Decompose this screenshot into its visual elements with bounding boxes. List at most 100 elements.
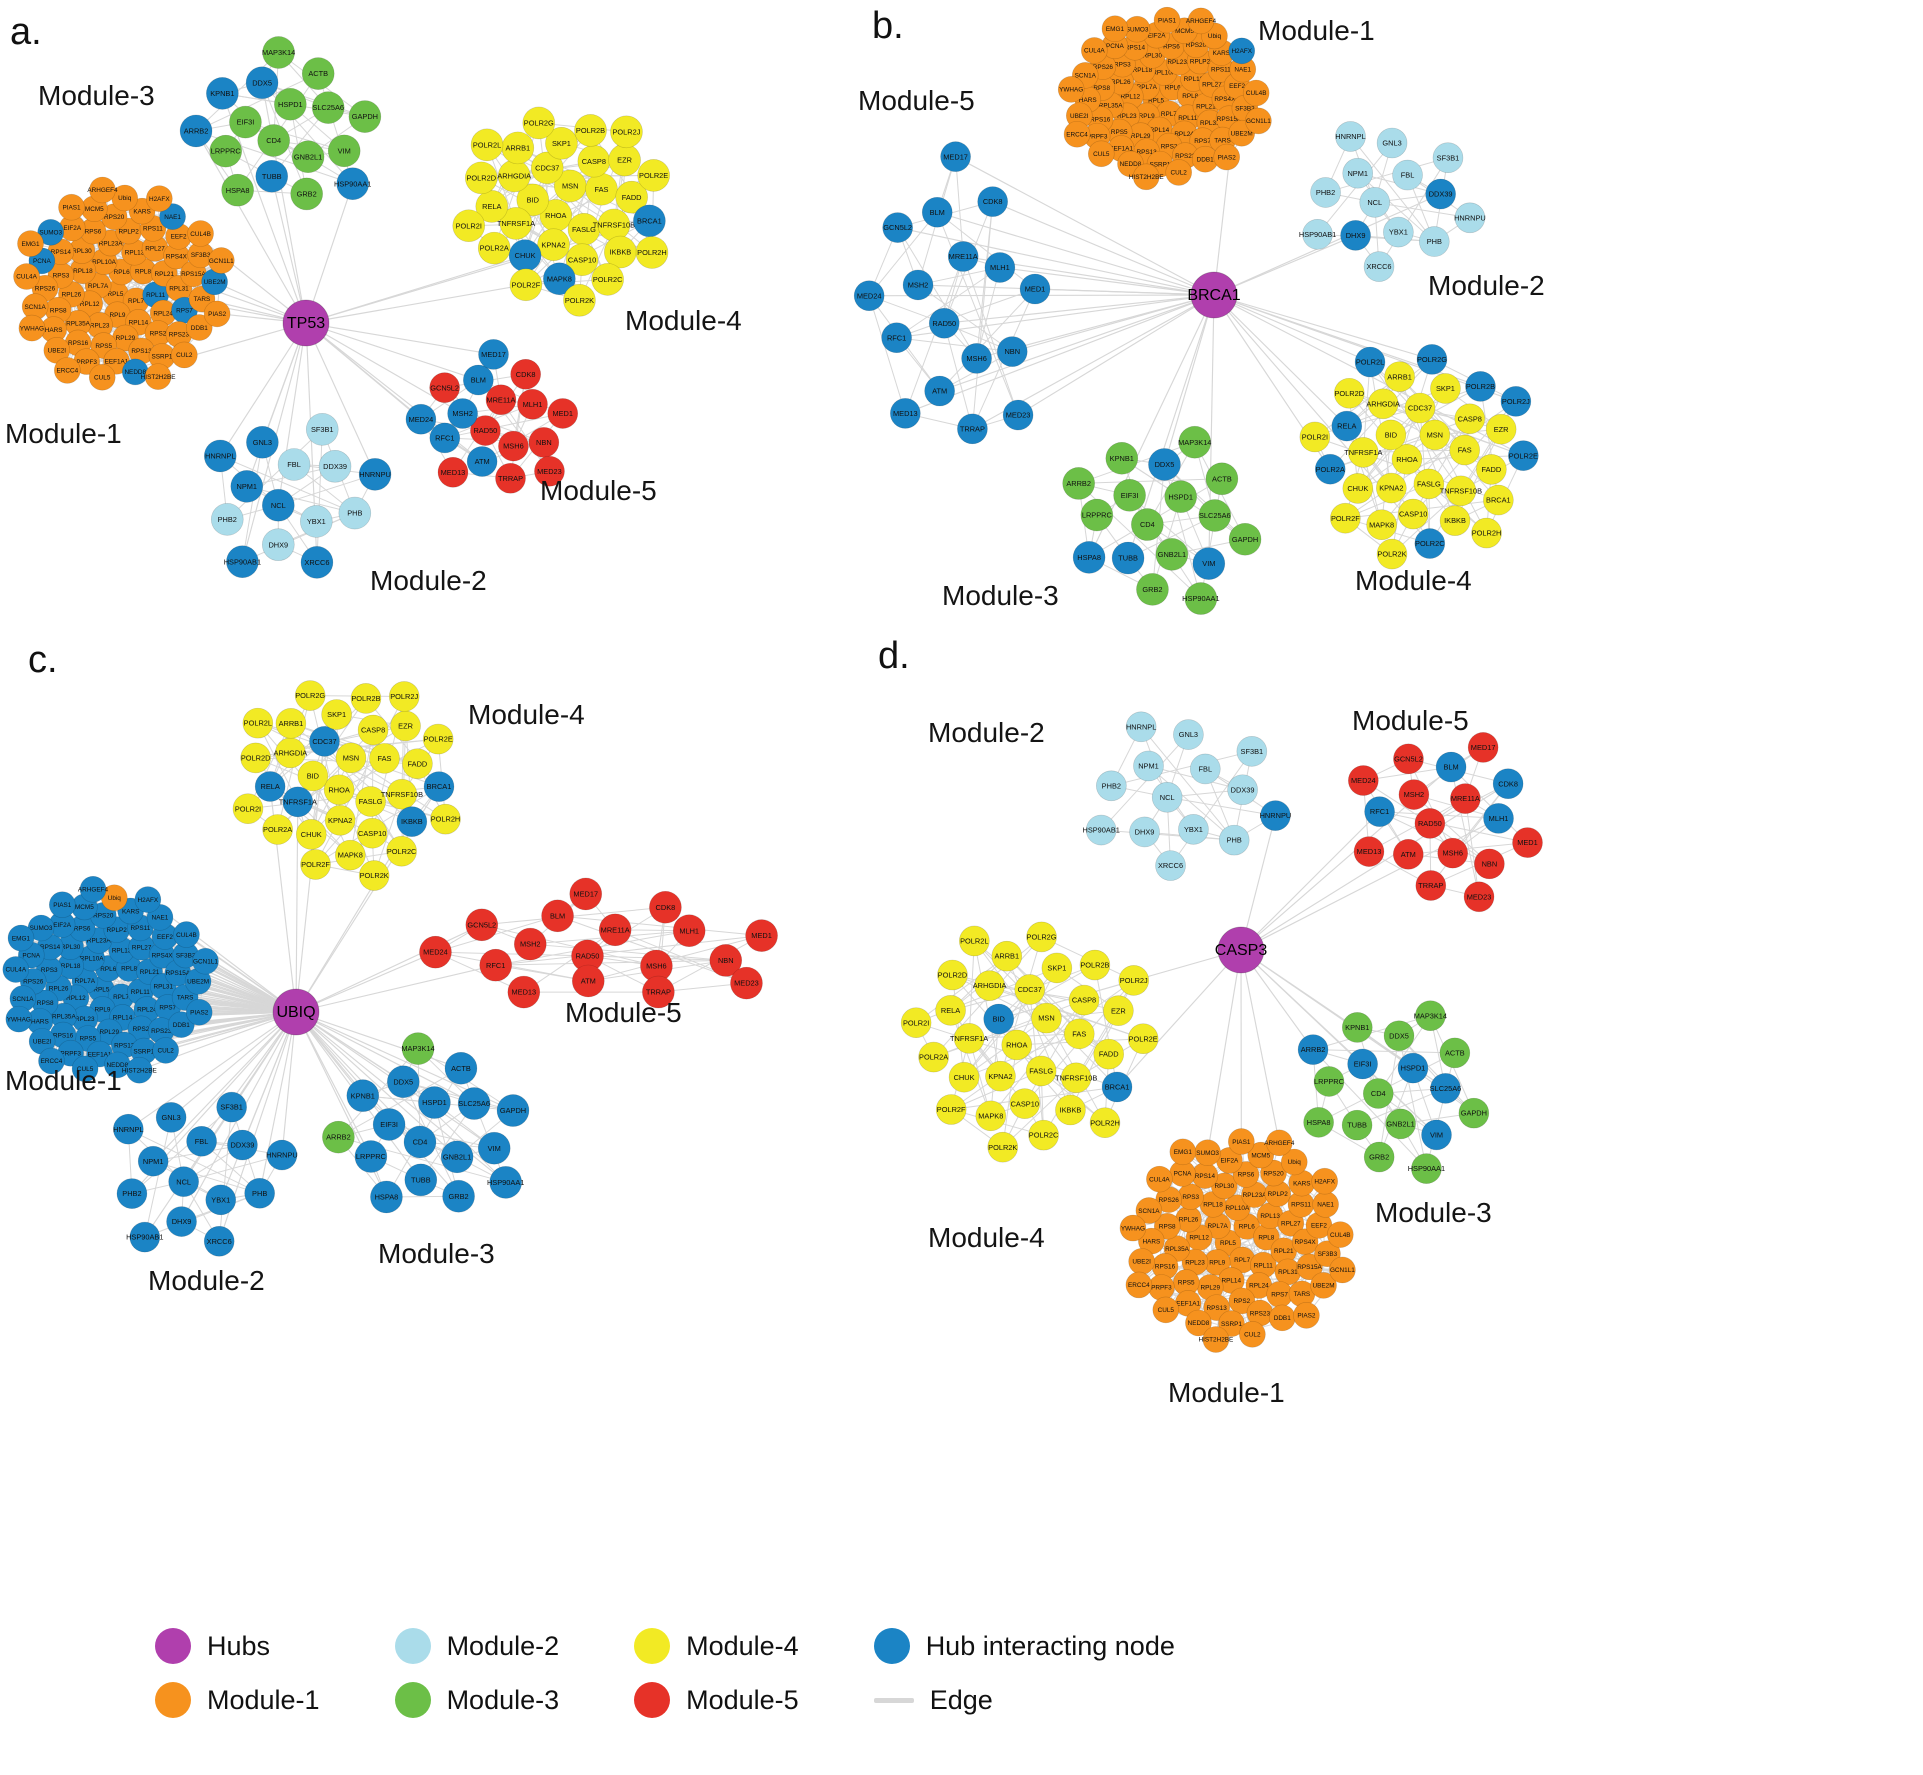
node-GNL3 xyxy=(1376,127,1408,159)
node-GCN1L1 xyxy=(208,247,235,274)
node-CUL4B xyxy=(1326,1221,1354,1248)
edge xyxy=(1345,400,1517,519)
edge xyxy=(1213,294,1433,360)
node-SLC25A6 xyxy=(457,1087,491,1120)
node-ARRB2 xyxy=(1297,1034,1329,1065)
edge xyxy=(281,1011,297,1156)
edge xyxy=(127,1011,297,1130)
edge xyxy=(444,387,514,447)
node-TNFRSF10B xyxy=(386,778,418,810)
node-GAPDH xyxy=(1458,1097,1490,1129)
node-MSN xyxy=(1419,419,1451,451)
edge xyxy=(1148,765,1235,841)
legend-item-module-3: Module-3 xyxy=(394,1682,560,1718)
edge xyxy=(1140,726,1235,841)
edge xyxy=(316,429,323,563)
edge xyxy=(315,696,405,865)
node-PHB xyxy=(1419,226,1450,257)
node-POLR2J xyxy=(1500,386,1532,417)
node-NEDD8 xyxy=(121,358,149,386)
edge xyxy=(1408,758,1454,854)
node-DDX5 xyxy=(245,66,279,100)
edge xyxy=(896,337,1013,353)
node-GRB2 xyxy=(442,1179,475,1213)
module-label-module-1: Module-1 xyxy=(5,418,122,449)
hub-label: BRCA1 xyxy=(1187,287,1240,304)
edge xyxy=(1240,949,1280,1143)
node-POLR2J xyxy=(610,115,643,149)
node-YBX1 xyxy=(1383,216,1414,248)
node-HNRNPL xyxy=(113,1113,144,1145)
node-CUL4B xyxy=(187,220,214,247)
node-HNRNPU xyxy=(1454,202,1486,234)
edge xyxy=(1314,376,1400,438)
panel-a: CD4HSPD1GNB2L1EIF3ISLC25A6TUBBDDX5VIMLRP… xyxy=(5,11,742,596)
node-LRPPRC xyxy=(1080,498,1114,532)
node-NEDD8 xyxy=(1185,1309,1212,1337)
node-RELA xyxy=(1331,410,1363,442)
node-DDX39 xyxy=(227,1129,258,1161)
edge xyxy=(939,288,1036,392)
edge xyxy=(305,322,376,475)
node-UBE2I xyxy=(1128,1248,1155,1275)
node-POLR2A xyxy=(262,814,293,845)
edge xyxy=(481,906,666,926)
node-GNL3 xyxy=(1173,719,1204,750)
node-POLR2G xyxy=(522,106,556,140)
node-ARRB1 xyxy=(275,708,307,739)
node-TUBB xyxy=(255,159,289,193)
node-NBN xyxy=(996,336,1028,367)
legend-label: Module-3 xyxy=(446,1684,560,1715)
legend-item-hubs: Hubs xyxy=(155,1628,320,1664)
edge xyxy=(1378,157,1449,267)
edge xyxy=(218,1107,233,1242)
node-CUL2 xyxy=(1165,159,1192,186)
edge xyxy=(998,964,1096,1020)
node-CASP10 xyxy=(565,243,599,277)
edge xyxy=(403,1081,514,1112)
node-XRCC6 xyxy=(1363,251,1395,282)
node-FASLG xyxy=(1413,468,1445,500)
node-TRRAP xyxy=(957,413,988,445)
node-MED13 xyxy=(1353,836,1385,867)
edge xyxy=(1357,172,1435,242)
node-CHUK xyxy=(508,239,542,272)
node-KPNB1 xyxy=(346,1079,380,1112)
node-MRE11A xyxy=(947,241,979,272)
node-CUL2 xyxy=(152,1037,179,1064)
node-HIST2H2BE xyxy=(144,363,172,390)
node-POLR2B xyxy=(1079,949,1111,981)
node-DHX9 xyxy=(1129,816,1160,848)
node-CD4 xyxy=(1362,1078,1394,1109)
node-SF3B1 xyxy=(1432,142,1464,174)
node-KPNB1 xyxy=(1105,441,1139,475)
node-HSP90AB1 xyxy=(226,545,259,579)
node-BRCA1 xyxy=(423,771,455,802)
node-MED1 xyxy=(1512,827,1543,858)
node-HNRNPU xyxy=(358,458,392,491)
edge xyxy=(917,284,1013,353)
edge xyxy=(170,1011,297,1118)
edge xyxy=(1450,766,1528,843)
node-CUL4A xyxy=(1081,37,1108,64)
node-POLR2E xyxy=(637,159,670,192)
node-POLR2G xyxy=(294,680,326,711)
node-POLR2B xyxy=(1465,371,1496,402)
node-HIST2H2BE xyxy=(126,1056,153,1084)
node-CUL4B xyxy=(1242,79,1270,107)
node-RHOA xyxy=(323,774,355,806)
panel-c: RHOAMSNFASLGBIDFASKPNA2CDC37TNFRSF10BTNF… xyxy=(2,639,778,1296)
node-PIAS1 xyxy=(48,891,76,918)
edge xyxy=(1350,136,1435,242)
node-CASP8 xyxy=(577,144,611,178)
node-SUMO3 xyxy=(37,219,65,246)
edge xyxy=(896,267,1001,339)
node-DDB1 xyxy=(1268,1304,1296,1332)
node-POLR2D xyxy=(937,959,968,991)
node-GCN5L2 xyxy=(429,372,460,403)
node-MRE11A xyxy=(485,384,517,416)
edge xyxy=(242,512,356,563)
legend-item-module-4: Module-4 xyxy=(634,1628,799,1664)
node-HNRNPU xyxy=(1260,800,1291,831)
node-PIAS2 xyxy=(1293,1302,1320,1329)
